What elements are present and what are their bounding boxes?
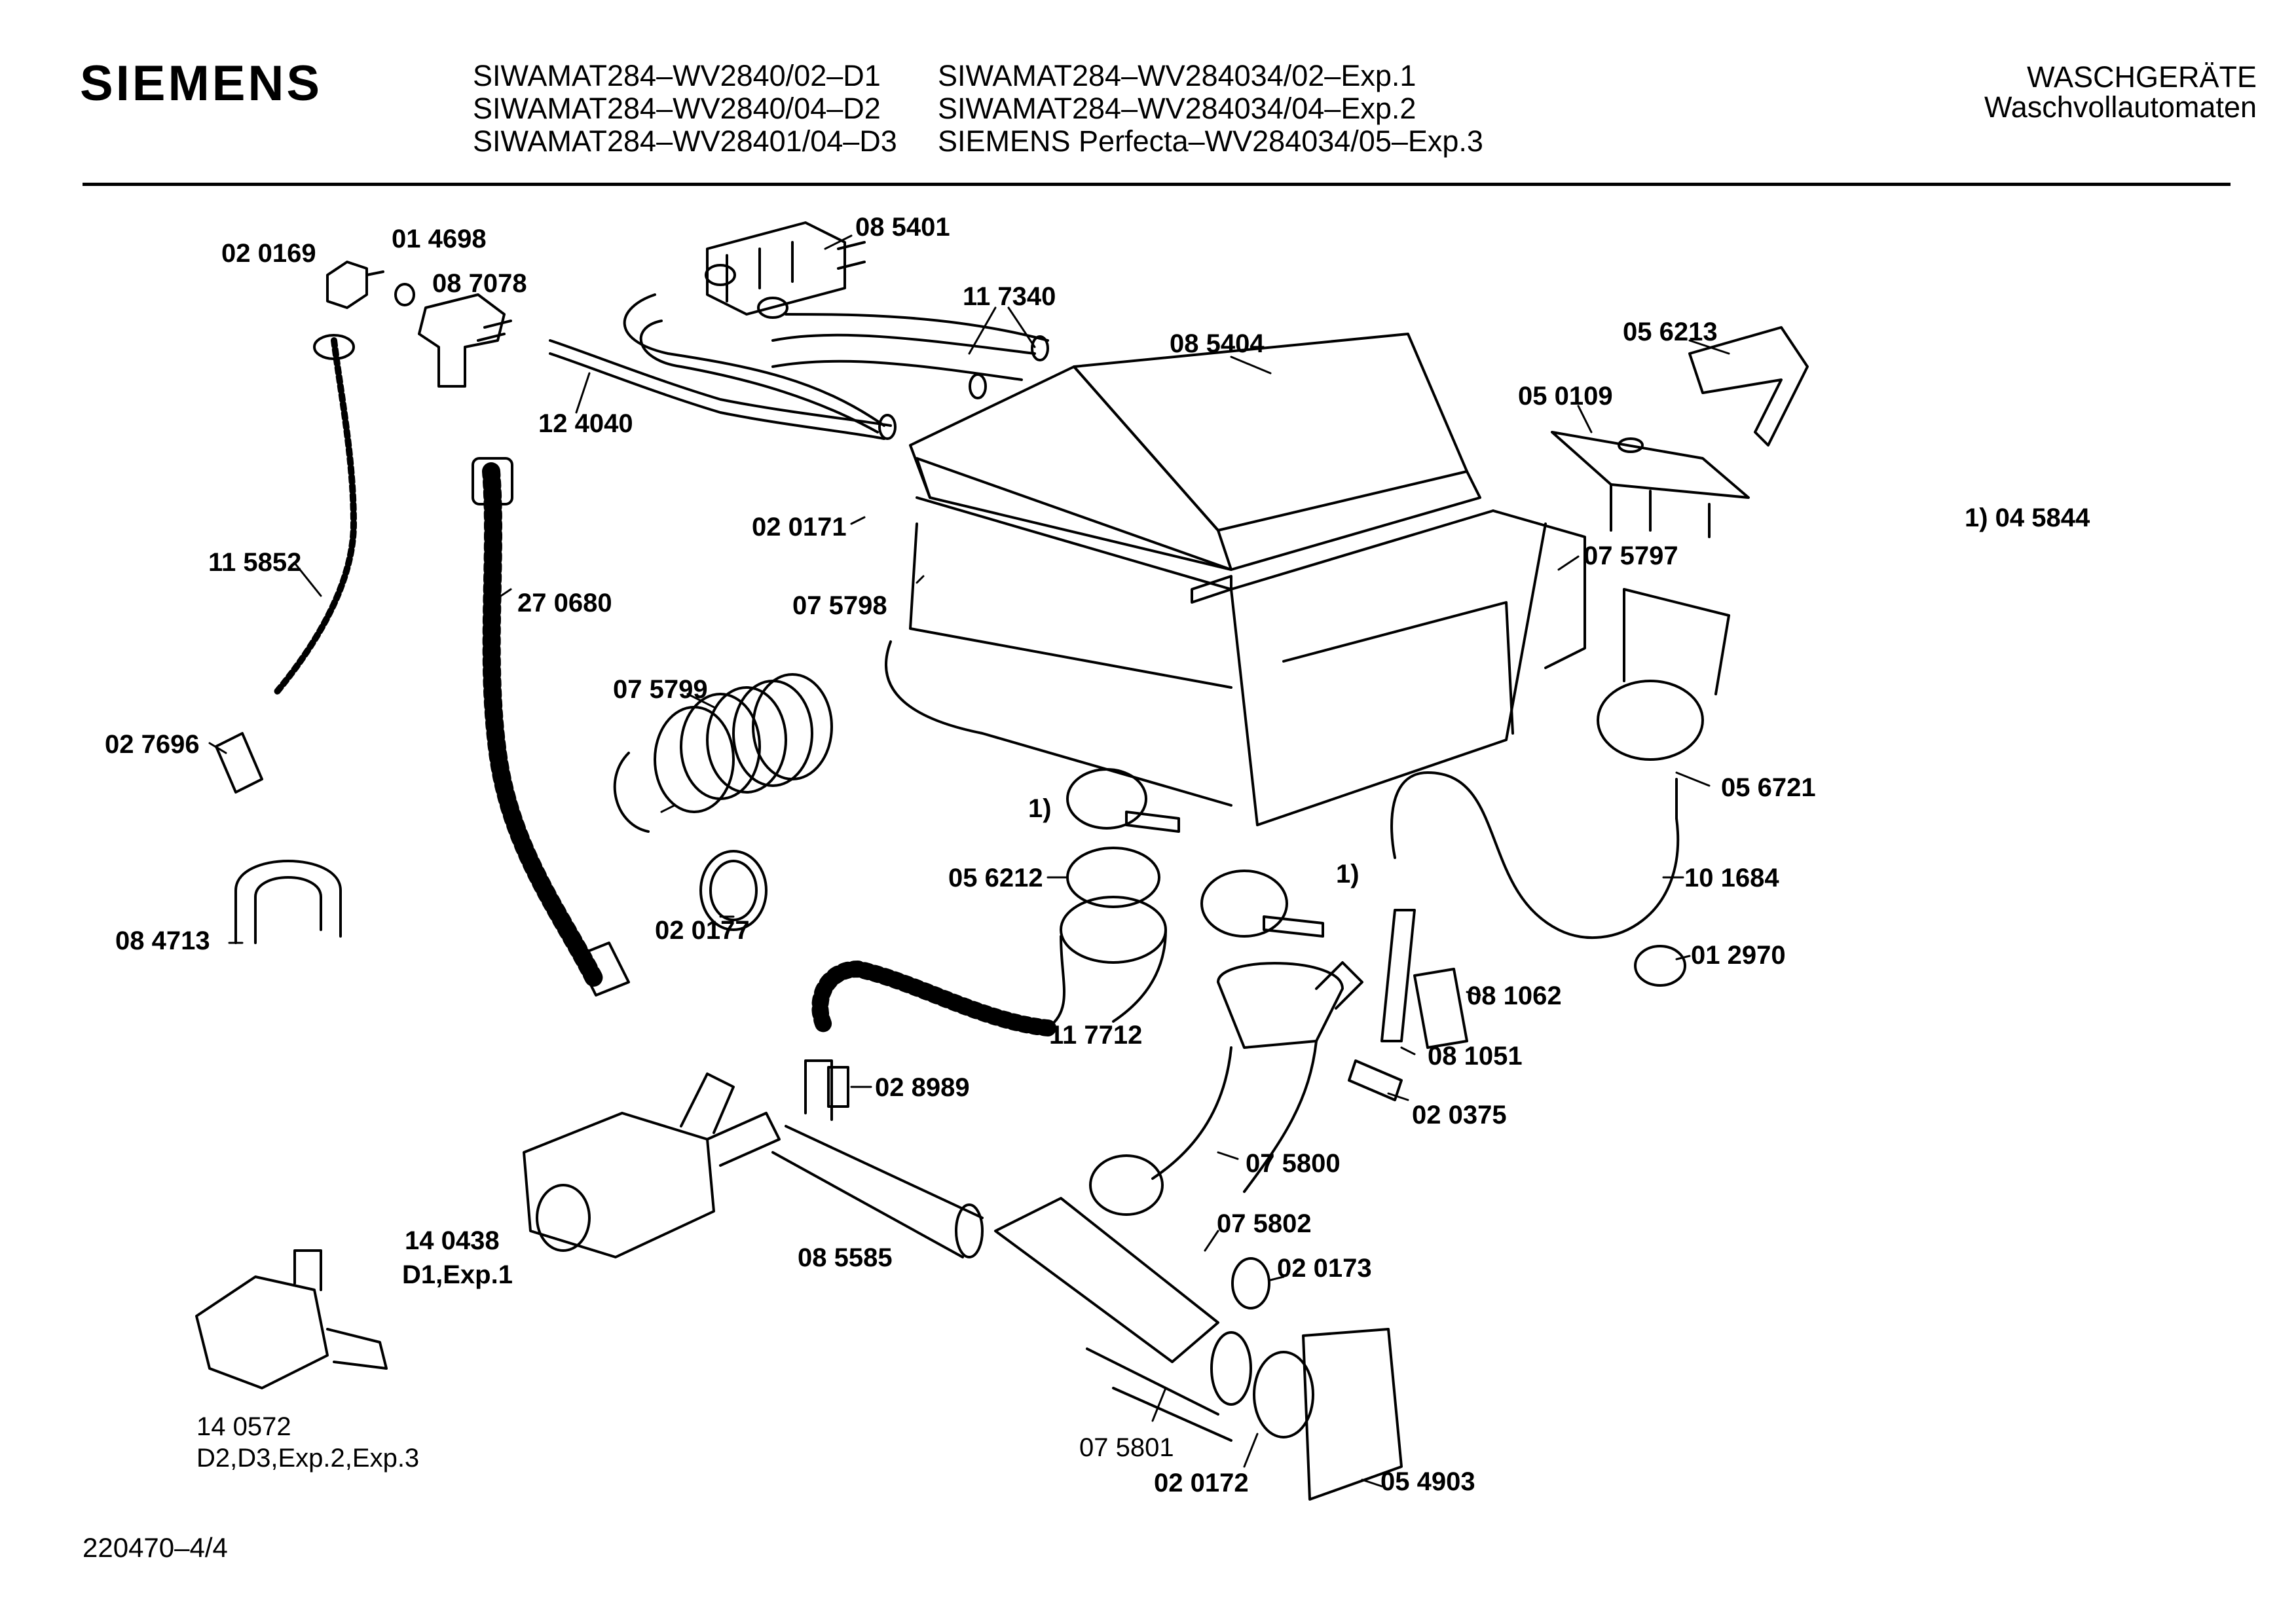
part-label: 02 0375 [1412,1101,1507,1129]
bellows-drawing [613,673,833,833]
part-label: 05 0109 [1518,382,1613,411]
part-label: 10 1684 [1684,864,1779,892]
part-label: 02 0169 [221,239,316,268]
seal-ring-drawing [699,850,768,931]
pump-drawing [523,1112,715,1258]
drain-hose-drawing [272,337,357,697]
filter-housing-drawing [994,1197,1219,1363]
part-label: 08 5401 [855,213,950,242]
part-label: 02 7696 [105,730,200,759]
part-label: 1) [1336,860,1360,888]
part-label: 02 0172 [1154,1469,1249,1497]
t-pipe-drawing [771,1059,984,1258]
clamp-drawing [1200,870,1288,938]
part-label: 08 4713 [115,926,210,955]
bracket-drawing [1551,431,1750,538]
drawing-number: 220470–4/4 [83,1532,228,1563]
elbow-drawing [326,261,384,309]
part-label: 01 2970 [1691,941,1786,970]
funnel-hose-drawing [811,961,1056,1036]
pipe-stub-drawing [1380,909,1416,1042]
sleeve-drawing [1413,968,1468,1049]
clamp-drawing [1066,768,1147,830]
part-label: 14 0438 [405,1226,500,1255]
part-label: 08 5404 [1170,329,1265,358]
corrugated-hose-drawing [482,462,605,991]
part-label: 01 4698 [392,225,487,253]
category-title: WASCHGERÄTE [2027,60,2257,94]
part-label: D1,Exp.1 [402,1260,513,1289]
model-line: SIWAMAT284–WV284034/02–Exp.1 [938,59,1416,92]
part-label: 07 5800 [1246,1149,1341,1178]
model-line: SIEMENS Perfecta–WV284034/05–Exp.3 [938,124,1483,158]
filter-cap-drawing [1253,1351,1314,1438]
clip-drawing [1348,1059,1403,1101]
filter-seal-drawing [1231,1257,1270,1310]
part-label: 02 0171 [752,513,847,541]
part-label: 05 6721 [1721,773,1816,802]
model-line: SIWAMAT284–WV284034/04–Exp.2 [938,92,1416,125]
part-label: 08 1051 [1428,1042,1523,1071]
part-label: 05 4903 [1380,1467,1475,1496]
dispenser-drawing [885,333,1586,826]
part-label: D2,D3,Exp.2,Exp.3 [196,1444,419,1473]
part-label: 08 5585 [798,1243,893,1272]
model-line: SIWAMAT284–WV28401/04–D3 [473,124,897,158]
part-label: 07 5801 [1079,1433,1174,1462]
part-label: 08 7078 [432,269,527,298]
nipple-drawing [827,1066,849,1108]
part-label: 02 0177 [655,916,750,945]
part-label: 05 6213 [1623,318,1718,346]
part-label: 07 5802 [1217,1209,1312,1238]
part-label: 11 7712 [1049,1021,1142,1050]
part-label: 05 6212 [948,864,1043,892]
model-line: SIWAMAT284–WV2840/02–D1 [473,59,881,92]
part-label: 1) [1028,794,1052,823]
header-divider [83,183,2231,186]
part-label: 11 5852 [208,548,301,577]
part-label: 08 1062 [1467,981,1562,1010]
brand-logo: SIEMENS [80,56,323,111]
pressure-tube-drawing [1390,771,1679,940]
sump-drawing [1217,962,1344,1049]
hose-drawing [549,339,892,427]
part-label: 02 0173 [1277,1254,1372,1283]
category-subtitle: Waschvollautomaten [1984,90,2257,124]
part-label: 02 8989 [875,1073,970,1102]
washer-drawing [1634,945,1686,987]
hose-end-drawing [215,732,263,794]
connector-drawing [418,293,506,388]
part-label: 27 0680 [517,589,612,617]
footnote-label: 1) 04 5844 [1965,504,2090,532]
part-label: 07 5797 [1583,541,1678,570]
inlet-valve-drawing [705,221,866,319]
part-label: 11 7340 [963,282,1056,311]
part-label: 12 4040 [538,409,633,438]
cover-drawing [1688,326,1809,447]
part-label: 07 5799 [613,675,708,704]
flap-drawing [1302,1328,1403,1501]
part-label: 14 0572 [196,1412,291,1441]
hose-bundle-drawing [623,293,1049,440]
model-line: SIWAMAT284–WV2840/04–D2 [473,92,881,125]
u-holder-drawing [234,860,342,944]
pump-drawing [195,1275,329,1389]
pressure-switch-drawing [1597,680,1704,761]
part-label: 07 5798 [792,591,887,620]
